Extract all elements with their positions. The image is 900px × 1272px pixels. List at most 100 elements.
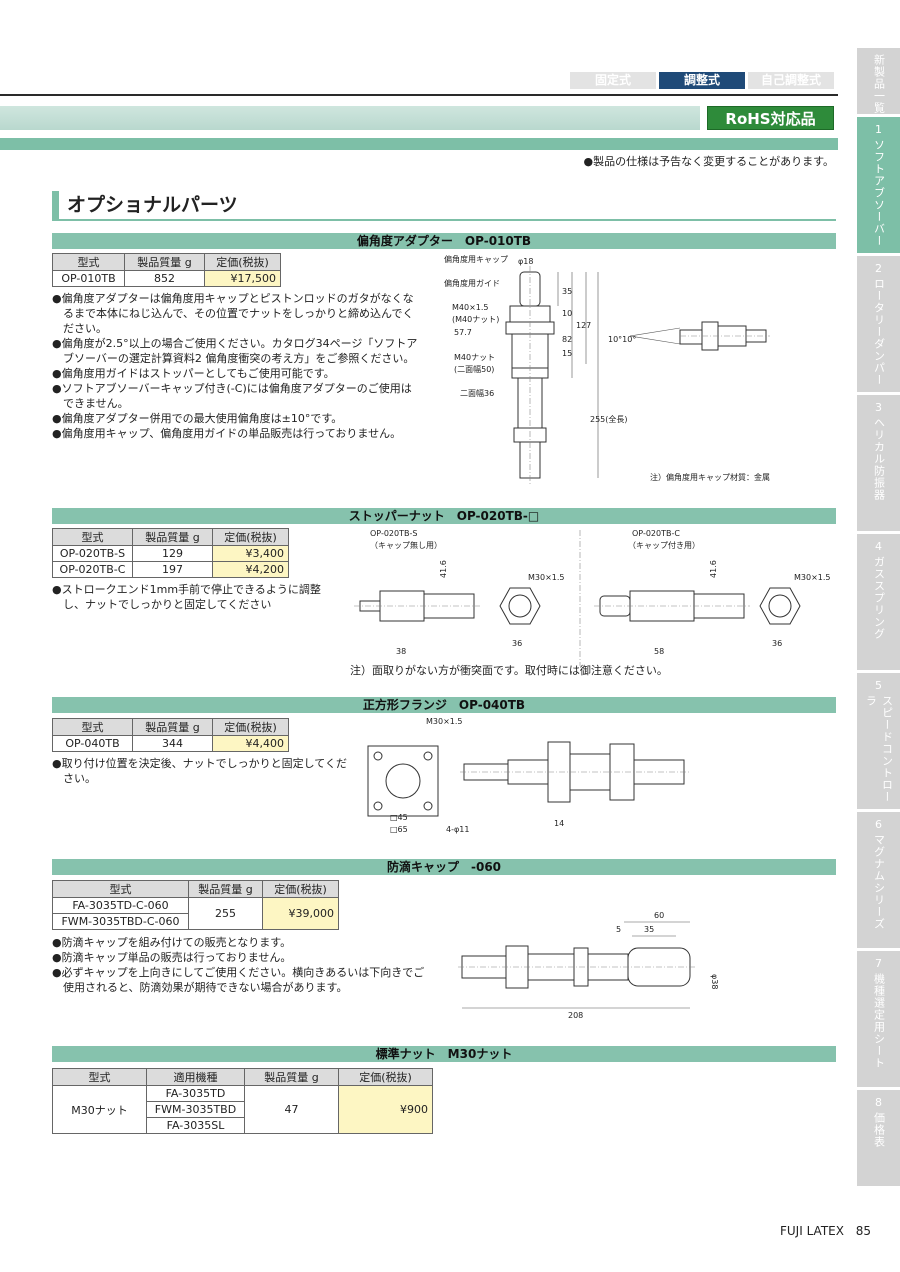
- cap-shape: [599, 595, 631, 617]
- page-number: 85: [855, 1224, 872, 1238]
- cell-model: FA-3035TD-C-060: [52, 897, 189, 914]
- drawing-label: 14: [554, 819, 564, 828]
- cell-model: OP-040TB: [52, 735, 133, 752]
- list-item: ソフトアブソーバーキャップ付き(-C)には偏角度アダプターのご使用はできません。: [52, 381, 422, 411]
- table-row: OP-040TB 344 ¥4,400: [52, 735, 289, 752]
- tab-fixed[interactable]: 固定式: [570, 72, 656, 89]
- nav-label: 価格表: [872, 1112, 886, 1148]
- cell-model: OP-010TB: [52, 270, 125, 287]
- nav-label: 新製品一覧: [872, 54, 886, 114]
- section-bar-op010tb: 偏角度アダプター OP-010TB: [52, 233, 836, 249]
- angle-line: [629, 335, 681, 345]
- section-bar-060: 防滴キャップ -060: [52, 859, 836, 875]
- cell-price: ¥3,400: [212, 545, 289, 562]
- nav-num: 2: [875, 262, 882, 275]
- bolt-hole: [373, 751, 383, 761]
- tab-self-adjusting[interactable]: 自己調整式: [748, 72, 834, 89]
- table-row: M30ナット FA-3035TD 47 ¥900: [52, 1085, 433, 1134]
- section-bar-op040tb: 正方形フランジ OP-040TB: [52, 697, 836, 713]
- list-item: 偏角度アダプターは偏角度用キャップとピストンロッドのガタがなくなるまで本体にねじ…: [52, 291, 422, 336]
- drawing-label: 偏角度用キャップ: [444, 254, 508, 264]
- cell-machine: FWM-3035TBD: [146, 1101, 245, 1118]
- header-band-lower: [0, 138, 838, 150]
- col-model: 型式: [52, 718, 133, 736]
- list-item: 偏角度用ガイドはストッパーとしてもご使用可能です。: [52, 366, 422, 381]
- drawing-label: 35: [644, 925, 654, 934]
- col-price: 定価(税抜): [338, 1068, 433, 1086]
- nav-label: マグナムシリーズ: [872, 834, 886, 930]
- side-cap-shape: [679, 329, 703, 345]
- drawing-label: 10°10°: [608, 335, 636, 344]
- drawing-label: 二面幅36: [460, 388, 494, 398]
- rohs-badge: RoHS対応品: [707, 106, 834, 130]
- cell-price: ¥39,000: [262, 897, 339, 930]
- table-row: OP-010TB 852 ¥17,500: [52, 270, 281, 287]
- nav-num: 3: [875, 401, 882, 414]
- page-footer: FUJI LATEX 85: [780, 1224, 871, 1238]
- nav-label: ヘリカル防振器: [872, 417, 886, 501]
- drawing-label: 35: [562, 287, 572, 296]
- cell-model: FWM-3035TBD-C-060: [52, 913, 189, 930]
- drawing-label: 255(全長): [590, 414, 628, 424]
- cell-mass: 344: [132, 735, 213, 752]
- nav-label: ソフトアブソーバー: [872, 139, 886, 247]
- col-price: 定価(税抜): [262, 880, 339, 898]
- col-model: 型式: [52, 1068, 147, 1086]
- nav-num: 8: [875, 1096, 882, 1109]
- spec-table-060: 型式 製品質量 g 定価(税抜) FA-3035TD-C-060 255 ¥39…: [52, 880, 339, 930]
- hex-hole-shape: [768, 594, 792, 618]
- spec-table-m30: 型式 適用機種 製品質量 g 定価(税抜) M30ナット FA-3035TD 4…: [52, 1068, 433, 1134]
- cell-machine: FA-3035TD: [146, 1085, 245, 1102]
- header-band: [0, 106, 700, 130]
- drawing-label: 41.6: [709, 560, 718, 578]
- bullets-op020tb: ストロークエンド1mm手前で停止できるように調整し、ナットでしっかりと固定してく…: [52, 582, 332, 612]
- list-item: 偏角度が2.5°以上の場合ご使用ください。カタログ34ページ「ソフトアブソーバー…: [52, 336, 422, 366]
- drawing-label: (M40ナット): [452, 315, 499, 324]
- cell-machine: FA-3035SL: [146, 1117, 245, 1134]
- drawing-label: M30×1.5: [528, 573, 565, 582]
- bolt-hole: [423, 801, 433, 811]
- nav-price-list[interactable]: 8 価格表: [857, 1090, 900, 1186]
- list-item: 偏角度アダプター併用での最大使用偏角度は±10°です。: [52, 411, 422, 426]
- cell-mass: 129: [132, 545, 213, 562]
- drawing-label: 82: [562, 335, 572, 344]
- cell-model: OP-020TB-S: [52, 545, 133, 562]
- drawing-label: 127: [576, 321, 591, 330]
- drawing-label: 60: [654, 911, 664, 920]
- drawing-label: M40ナット: [454, 353, 495, 362]
- header-rule: [0, 94, 838, 96]
- tab-adjustable[interactable]: 調整式: [659, 72, 745, 89]
- spec-table-op020tb: 型式 製品質量 g 定価(税抜) OP-020TB-S 129 ¥3,400 O…: [52, 528, 289, 578]
- bullets-060: 防滴キャップを組み付けての販売となります。 防滴キャップ単品の販売は行っておりま…: [52, 935, 432, 995]
- cell-price: ¥4,200: [212, 561, 289, 578]
- title-rule: [52, 219, 836, 221]
- table-row: OP-020TB-S 129 ¥3,400: [52, 545, 289, 562]
- drawing-label: M40×1.5: [452, 303, 489, 312]
- drawing-label: M30×1.5: [426, 717, 463, 726]
- cell-price: ¥900: [338, 1085, 433, 1134]
- col-model: 型式: [52, 528, 133, 546]
- table-row: OP-020TB-C 197 ¥4,200: [52, 561, 289, 578]
- drawing-label: （キャップ付き用）: [628, 540, 700, 550]
- table-row: FWM-3035TBD-C-060: [52, 913, 339, 930]
- drawing-op020tb: OP-020TB-S （キャップ無し用） OP-020TB-C （キャップ付き用…: [354, 529, 831, 666]
- spec-table-op040tb: 型式 製品質量 g 定価(税抜) OP-040TB 344 ¥4,400: [52, 718, 289, 752]
- nav-label: ガススプリング: [872, 556, 886, 640]
- bolt-hole: [373, 801, 383, 811]
- hex-hole-shape: [508, 594, 532, 618]
- drawing-label: 5: [616, 925, 621, 934]
- col-mass: 製品質量 g: [188, 880, 263, 898]
- drawing-label: 4-φ11: [446, 825, 469, 834]
- nav-label: 機種選定用シート: [872, 973, 886, 1069]
- col-price: 定価(税抜): [212, 718, 289, 736]
- nav-helical-isolator[interactable]: 3 ヘリカル防振器: [857, 395, 900, 531]
- nav-new-products[interactable]: 新製品一覧: [857, 48, 900, 114]
- spec-table-op010tb: 型式 製品質量 g 定価(税抜) OP-010TB 852 ¥17,500: [52, 253, 281, 287]
